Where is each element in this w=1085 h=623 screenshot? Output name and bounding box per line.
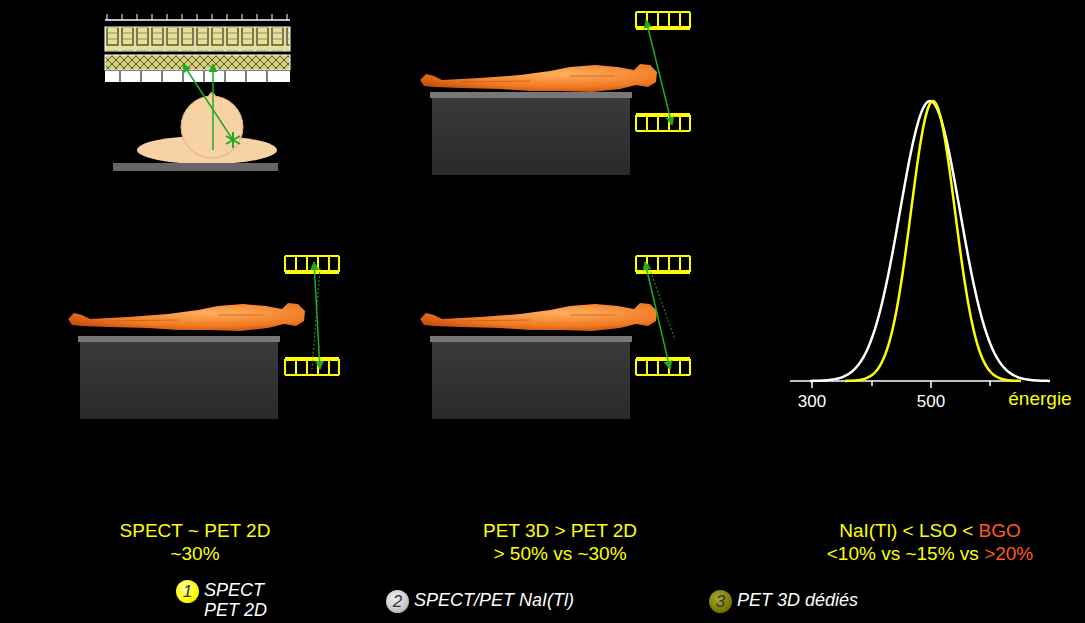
label-row: 500 bbox=[917, 390, 945, 412]
axis-tick-label: 500 bbox=[917, 392, 945, 411]
pet-2d-patient bbox=[68, 256, 339, 419]
spect-camera bbox=[105, 14, 290, 82]
label-row: ~30% bbox=[170, 543, 219, 565]
legend-text: PET 3D dédiés bbox=[737, 590, 858, 610]
label-row: 300 bbox=[798, 390, 826, 412]
crystal-name: BGO bbox=[979, 520, 1021, 541]
patient-head-top-view bbox=[113, 64, 278, 171]
label-row: > 50% vs ~30% bbox=[493, 543, 626, 565]
axis-tick-label: 300 bbox=[798, 392, 826, 411]
legend-item: 1SPECT PET 2D bbox=[176, 580, 274, 620]
lso-curve bbox=[845, 101, 1021, 381]
energy-spectrum bbox=[790, 101, 1050, 388]
legend-item: 3PET 3D dédiés bbox=[709, 590, 858, 613]
comparison-label: SPECT ~ PET 2D bbox=[120, 520, 271, 541]
comparison-label: PET 3D > PET 2D bbox=[483, 520, 637, 541]
percentage-label: ~30% bbox=[170, 543, 219, 564]
label-row: SPECT ~ PET 2D bbox=[120, 520, 271, 542]
label-row: énergie bbox=[1008, 388, 1071, 410]
legend-item: 2SPECT/PET NaI(Tl) bbox=[386, 590, 574, 613]
callout-number: 3 bbox=[709, 590, 732, 613]
pet-patient bbox=[420, 12, 690, 175]
label-row: NaI(Tl) < LSO < BGO bbox=[839, 520, 1021, 542]
axis-title: énergie bbox=[1008, 388, 1071, 409]
nai-curve bbox=[810, 101, 1050, 381]
label-row: PET 3D > PET 2D bbox=[483, 520, 637, 542]
callout-number: 2 bbox=[386, 590, 409, 613]
resolution-values: <10% vs ~15% vs bbox=[827, 543, 984, 564]
resolution-value: >20% bbox=[984, 543, 1033, 564]
crystal-comparison: NaI(Tl) < LSO < bbox=[839, 520, 978, 541]
legend-text: SPECT PET 2D bbox=[204, 580, 274, 620]
callout-number: 1 bbox=[176, 580, 199, 603]
percentage-label: > 50% vs ~30% bbox=[493, 543, 626, 564]
legend-text: SPECT/PET NaI(Tl) bbox=[414, 590, 574, 610]
pet-3d-patient bbox=[420, 256, 690, 419]
label-row: <10% vs ~15% vs >20% bbox=[827, 543, 1034, 565]
